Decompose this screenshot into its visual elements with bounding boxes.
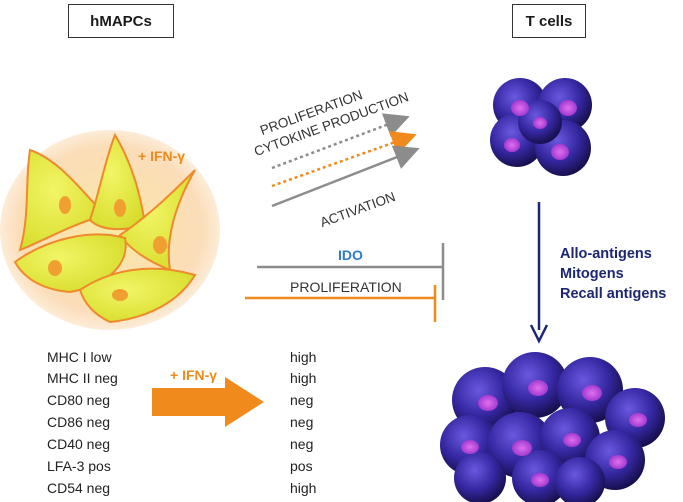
ifn-gamma-cell-label: + IFN-γ [138, 148, 186, 164]
inhibited-proliferation-label: PROLIFERATION [290, 279, 402, 295]
ifn-gamma-arrow-label: + IFN-γ [170, 367, 218, 383]
stimulus-mitogens: Mitogens [560, 266, 624, 282]
marker-row-label: CD40 neg [47, 436, 111, 452]
marker-row-label: CD54 neg [47, 480, 111, 496]
tcell-cluster-small [490, 78, 592, 176]
cytokine-arrow [271, 130, 417, 188]
marker-row-label: LFA-3 pos [47, 458, 111, 474]
marker-row-value: neg [290, 414, 314, 430]
proliferation-inhibition-line [245, 285, 437, 322]
tcells-title: T cells [525, 12, 573, 30]
marker-row-label: MHC II neg [47, 370, 118, 386]
marker-row-label: CD86 neg [47, 414, 111, 430]
marker-row-label: CD80 neg [47, 392, 111, 408]
marker-row-label: MHC I low [47, 349, 112, 365]
marker-row-value: high [290, 349, 317, 365]
tcells-title-box: T cells [512, 4, 586, 38]
ido-label: IDO [338, 247, 363, 263]
hmapcs-title: hMAPCs [90, 12, 152, 30]
marker-row-value: high [290, 370, 317, 386]
ifn-orange-arrow [152, 377, 264, 427]
marker-row-value: high [290, 480, 317, 496]
ido-inhibition-line [257, 243, 445, 300]
activation-arrow [271, 145, 420, 208]
tcell-cluster-large [440, 352, 665, 502]
stimulus-recall-antigens: Recall antigens [560, 286, 667, 302]
hmapcs-title-box: hMAPCs [68, 4, 174, 38]
marker-row-value: neg [290, 436, 314, 452]
marker-row-value: pos [290, 458, 313, 474]
marker-row-value: neg [290, 392, 314, 408]
hmapc-cells-illustration [0, 130, 220, 330]
stimulus-allo-antigens: Allo-antigens [560, 246, 652, 262]
